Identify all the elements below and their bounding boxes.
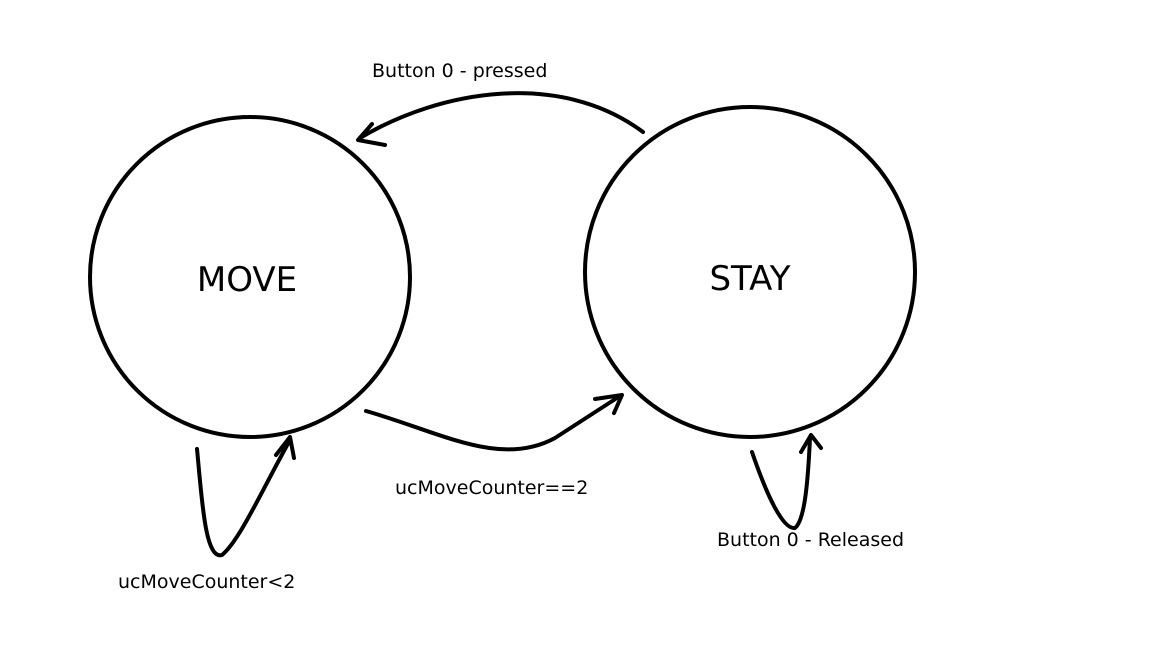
transition-stay-self-arrowhead [799, 433, 823, 454]
state-move-label: MOVE [197, 260, 297, 300]
transition-move-self-arrow [195, 438, 292, 558]
transition-move-self-arrowhead [274, 435, 296, 460]
transition-move-self: ucMoveCounter<2 [118, 435, 296, 593]
transition-stay-to-move-label: Button 0 - pressed [372, 60, 547, 82]
transition-stay-to-move-arrowhead [356, 122, 387, 147]
transition-move-to-stay-arrowhead [593, 393, 624, 415]
transition-stay-self: Button 0 - Released [717, 433, 904, 551]
state-stay-label: STAY [709, 259, 790, 299]
state-move-circle [88, 115, 412, 439]
transition-stay-to-move: Button 0 - pressed [356, 60, 645, 147]
state-move: MOVE [88, 115, 412, 439]
transition-move-to-stay: ucMoveCounter==2 [364, 393, 624, 499]
transition-stay-self-label: Button 0 - Released [717, 529, 904, 551]
transition-stay-to-move-arrow [358, 91, 645, 140]
transition-stay-self-arrow [750, 436, 812, 530]
transition-move-to-stay-label: ucMoveCounter==2 [395, 477, 588, 499]
transition-move-to-stay-arrow [364, 394, 622, 452]
transition-move-self-label: ucMoveCounter<2 [118, 571, 295, 593]
state-stay-circle [583, 105, 917, 439]
state-stay: STAY [583, 105, 917, 439]
